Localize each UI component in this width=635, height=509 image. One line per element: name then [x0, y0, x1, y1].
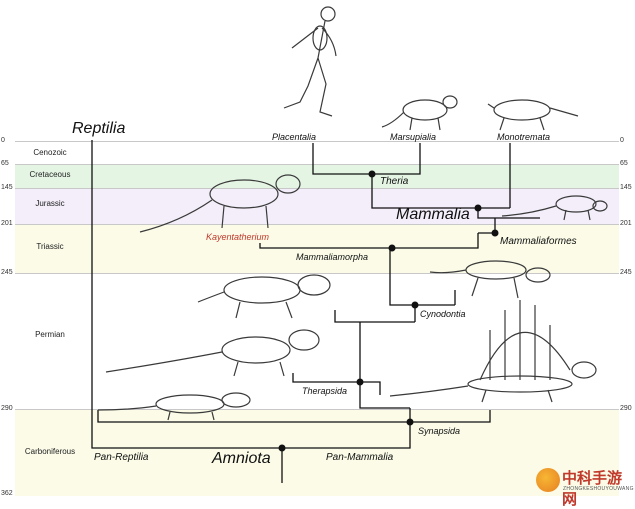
- skeleton-illustrations: [97, 6, 608, 421]
- dimetrodon-skeleton-icon: [389, 300, 597, 403]
- label-pan-reptilia: Pan-Reptilia: [94, 452, 149, 463]
- period-label-cretaceous: Cretaceous: [29, 170, 71, 179]
- cynodont-skeleton-icon: [429, 260, 551, 299]
- monotreme-skeleton-icon: [487, 99, 579, 131]
- label-synapsida: Synapsida: [418, 426, 461, 436]
- label-marsupialia: Marsupialia: [390, 132, 437, 142]
- tick-right-245: 245: [620, 269, 632, 276]
- tick-left-201: 201: [1, 220, 13, 227]
- tree-nodes: [278, 170, 499, 452]
- period-label-cenozoic: Cenozoic: [33, 148, 67, 157]
- period-label-permian: Permian: [35, 330, 65, 339]
- label-mammaliamorpha: Mammaliamorpha: [296, 252, 369, 262]
- label-monotremata: Monotremata: [497, 132, 551, 142]
- label-mammaliaformes: Mammaliaformes: [500, 236, 577, 247]
- period-label-jurassic: Jurassic: [35, 199, 65, 208]
- label-pan-mammalia: Pan-Mammalia: [326, 452, 394, 463]
- therapsid-skeleton-icon: [105, 329, 320, 377]
- tick-right-65: 65: [620, 160, 628, 167]
- band-cenozoic: [15, 141, 619, 165]
- tick-left-65: 65: [1, 160, 9, 167]
- tick-left-290: 290: [1, 405, 13, 412]
- tick-left-362: 362: [1, 490, 13, 497]
- label-amniota: Amniota: [212, 450, 271, 467]
- tree-branches: [91, 140, 540, 483]
- period-label-carboniferous: Carboniferous: [24, 447, 76, 456]
- watermark-logo-icon: [536, 468, 560, 492]
- kayentatherium-skeleton-icon: [139, 174, 301, 233]
- gorgonopsian-skeleton-icon: [197, 274, 331, 319]
- human-skeleton-icon: [283, 6, 337, 117]
- tick-right-0: 0: [620, 137, 624, 144]
- label-placentalia: Placentalia: [272, 132, 317, 142]
- band-cretaceous: [15, 164, 619, 189]
- tick-right-201: 201: [620, 220, 632, 227]
- tick-left-0: 0: [1, 137, 5, 144]
- band-triassic: [15, 224, 619, 274]
- band-jurassic: [15, 188, 619, 225]
- basal-synapsid-skeleton-icon: [97, 392, 251, 421]
- band-permian: [15, 273, 619, 410]
- mammaliaform-skeleton-icon: [501, 195, 608, 221]
- label-cynodontia: Cynodontia: [420, 309, 466, 319]
- marsupial-skeleton-icon: [381, 95, 458, 131]
- watermark-subtitle: ZHONGKESHOUYOUWANG: [563, 486, 634, 492]
- label-theria: Theria: [380, 176, 409, 187]
- label-mammalia: Mammalia: [396, 206, 470, 223]
- tick-right-290: 290: [620, 405, 632, 412]
- label-reptilia: Reptilia: [72, 120, 126, 137]
- tick-left-245: 245: [1, 269, 13, 276]
- tick-right-145: 145: [620, 184, 632, 191]
- tick-left-145: 145: [1, 184, 13, 191]
- label-kayentatherium: Kayentatherium: [206, 232, 270, 242]
- band-carboniferous: [15, 409, 619, 496]
- period-label-triassic: Triassic: [36, 242, 64, 251]
- label-therapsida: Therapsida: [302, 386, 348, 396]
- site-watermark: 中科手游网 ZHONGKESHOUYOUWANG: [536, 466, 634, 508]
